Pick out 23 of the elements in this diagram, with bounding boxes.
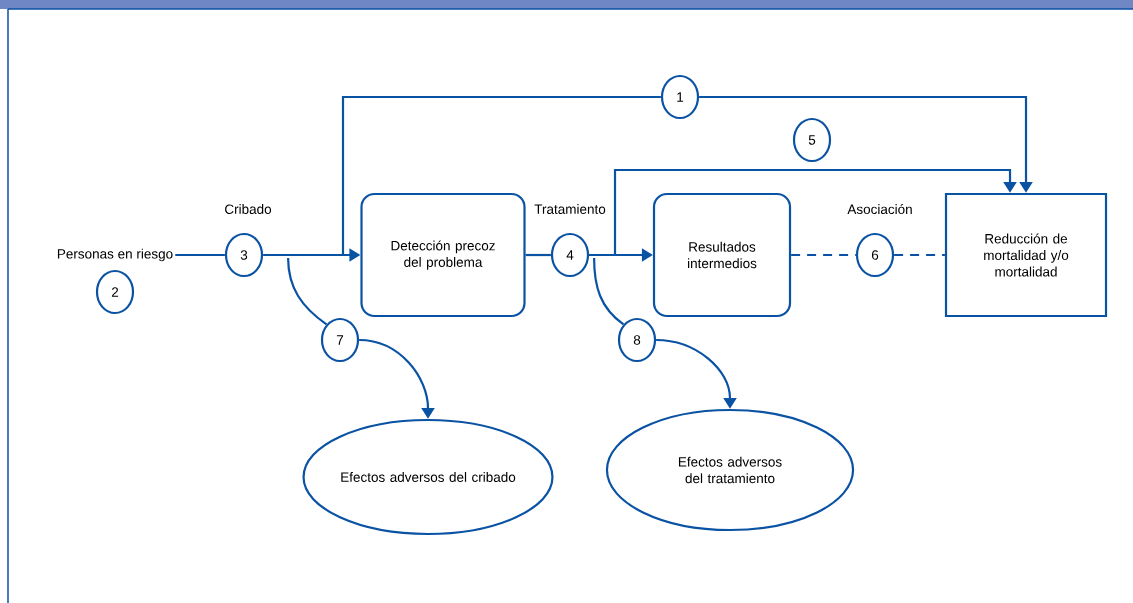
callout-number: 7 [320,317,360,363]
connector [525,253,551,257]
callout-number: 6 [855,232,895,278]
step-label: Cribado [225,204,272,214]
process-box: Detección precoz del problema [360,192,526,318]
callout-number: 4 [550,232,590,278]
connector [341,95,661,255]
connector [593,258,625,326]
connector [894,253,945,257]
connector [287,257,328,326]
input-label: Personas en riesgo [55,247,175,263]
callout-number: 3 [224,232,264,278]
callout-number: 1 [660,74,700,120]
step-label: Tratamiento [534,204,606,214]
connector [175,253,225,257]
step-label: Asociación [847,203,912,215]
callout-number: 5 [792,117,832,163]
outcome-box: Reducción de mortalidad y/o mortalidad [944,192,1108,318]
connector [791,253,856,257]
callout-number: 2 [95,269,135,315]
connector [589,168,1017,257]
callout-number: 8 [617,317,657,363]
process-box: Resultados intermedios [652,192,792,318]
